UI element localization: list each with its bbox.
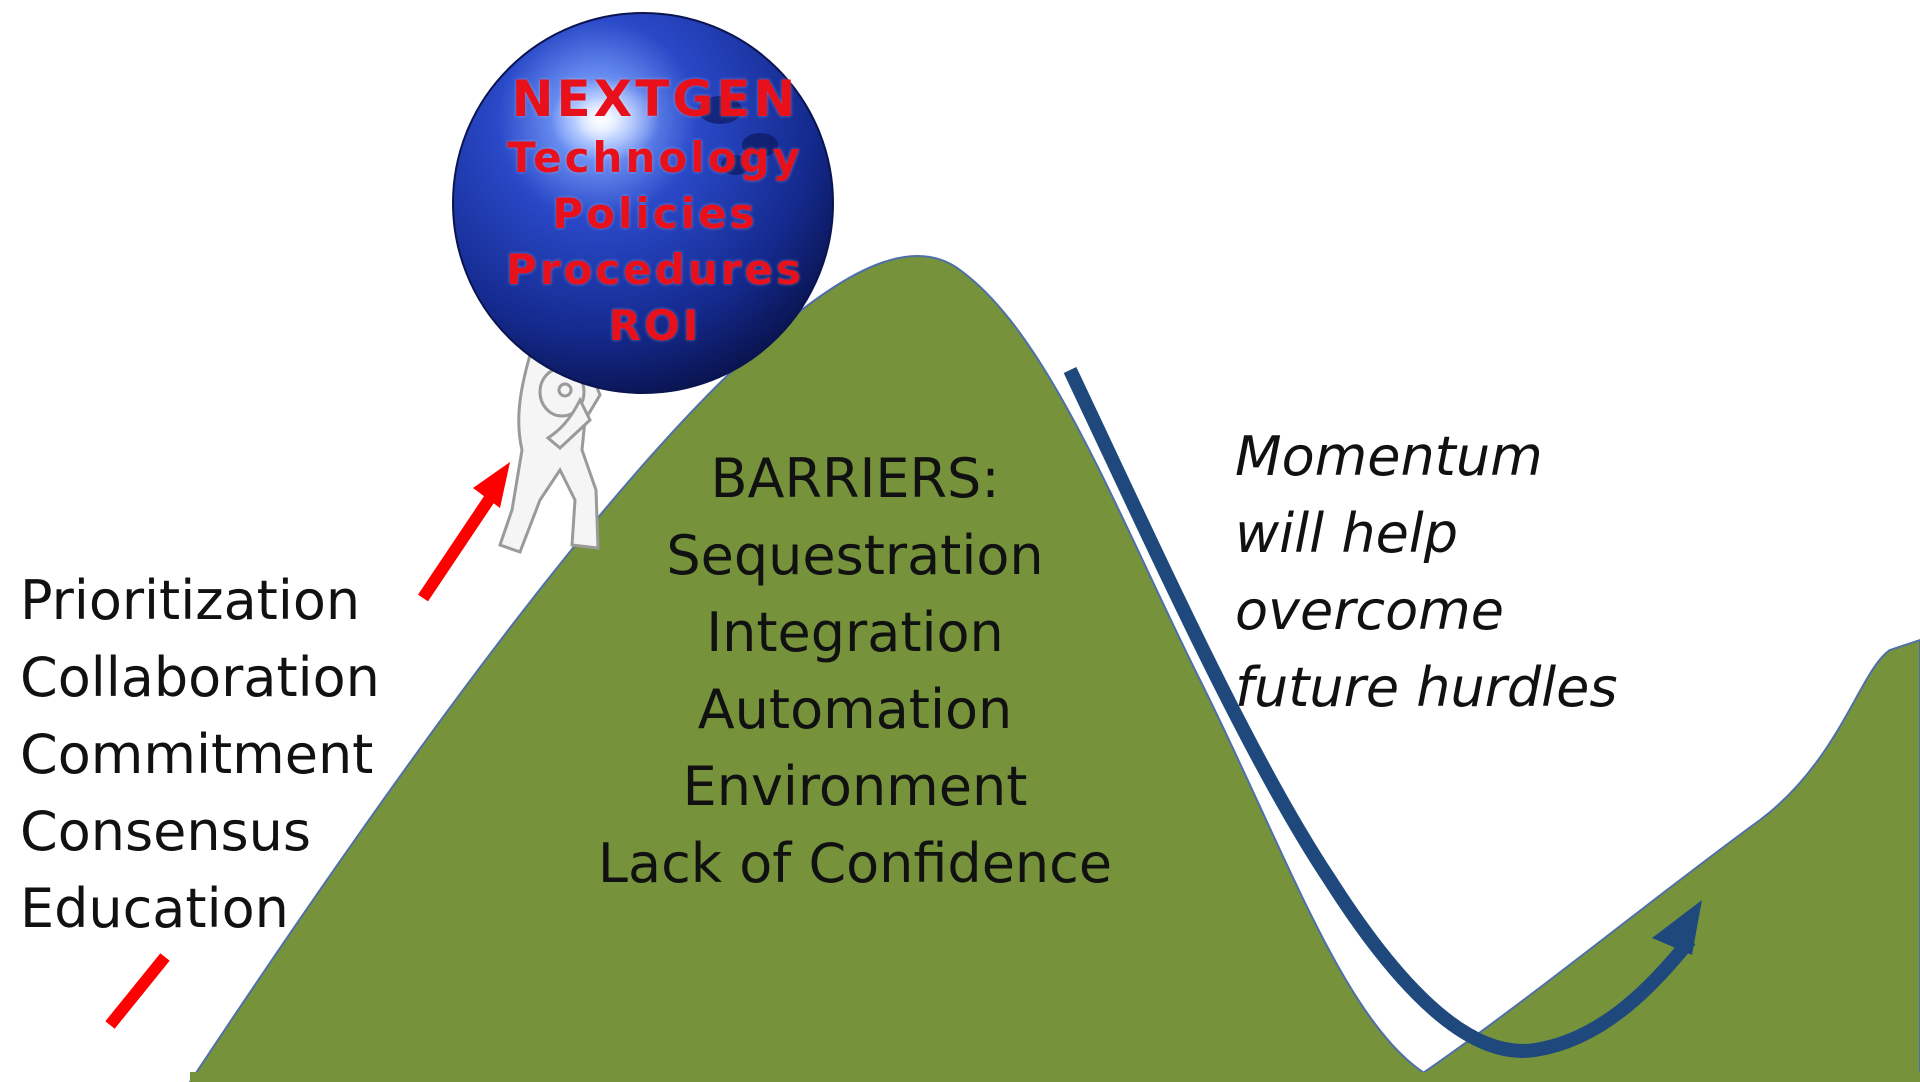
momentum-note: Momentum will help overcome future hurdl…	[1235, 418, 1655, 726]
ball-label-group: NEXTGEN Technology Policies Procedures R…	[455, 68, 855, 354]
list-item: Collaboration	[20, 646, 380, 709]
list-item: Education	[20, 877, 289, 940]
list-item: Consensus	[20, 800, 312, 863]
barriers-heading: BARRIERS:	[710, 447, 1000, 510]
list-item: Integration	[706, 601, 1004, 664]
person-icon	[498, 353, 602, 554]
enablers-list: Prioritization Collaboration Commitment …	[20, 562, 380, 947]
momentum-line: future hurdles	[1235, 656, 1618, 719]
red-dash	[105, 953, 170, 1029]
list-item: Commitment	[20, 723, 374, 786]
momentum-line: overcome	[1235, 579, 1504, 642]
ball-line-technology: Technology	[507, 133, 803, 182]
momentum-line: Momentum	[1235, 425, 1543, 488]
list-item: Environment	[682, 755, 1028, 818]
future-hill	[1408, 638, 1920, 1082]
nextgen-ball	[452, 12, 834, 394]
barriers-list: BARRIERS: Sequestration Integration Auto…	[560, 440, 1150, 902]
red-arrow	[418, 462, 510, 602]
mountain-hill	[188, 254, 1441, 1082]
list-item: Sequestration	[666, 524, 1044, 587]
ball-line-roi: ROI	[608, 301, 702, 350]
ball-title: NEXTGEN	[511, 70, 799, 128]
momentum-line: will help	[1235, 502, 1459, 565]
list-item: Prioritization	[20, 569, 361, 632]
ball-line-procedures: Procedures	[506, 245, 804, 294]
list-item: Automation	[697, 678, 1013, 741]
ground-line	[190, 1072, 1920, 1082]
momentum-arrow	[1063, 367, 1702, 1058]
ball-line-policies: Policies	[552, 189, 758, 238]
list-item: Lack of Confidence	[597, 832, 1113, 895]
